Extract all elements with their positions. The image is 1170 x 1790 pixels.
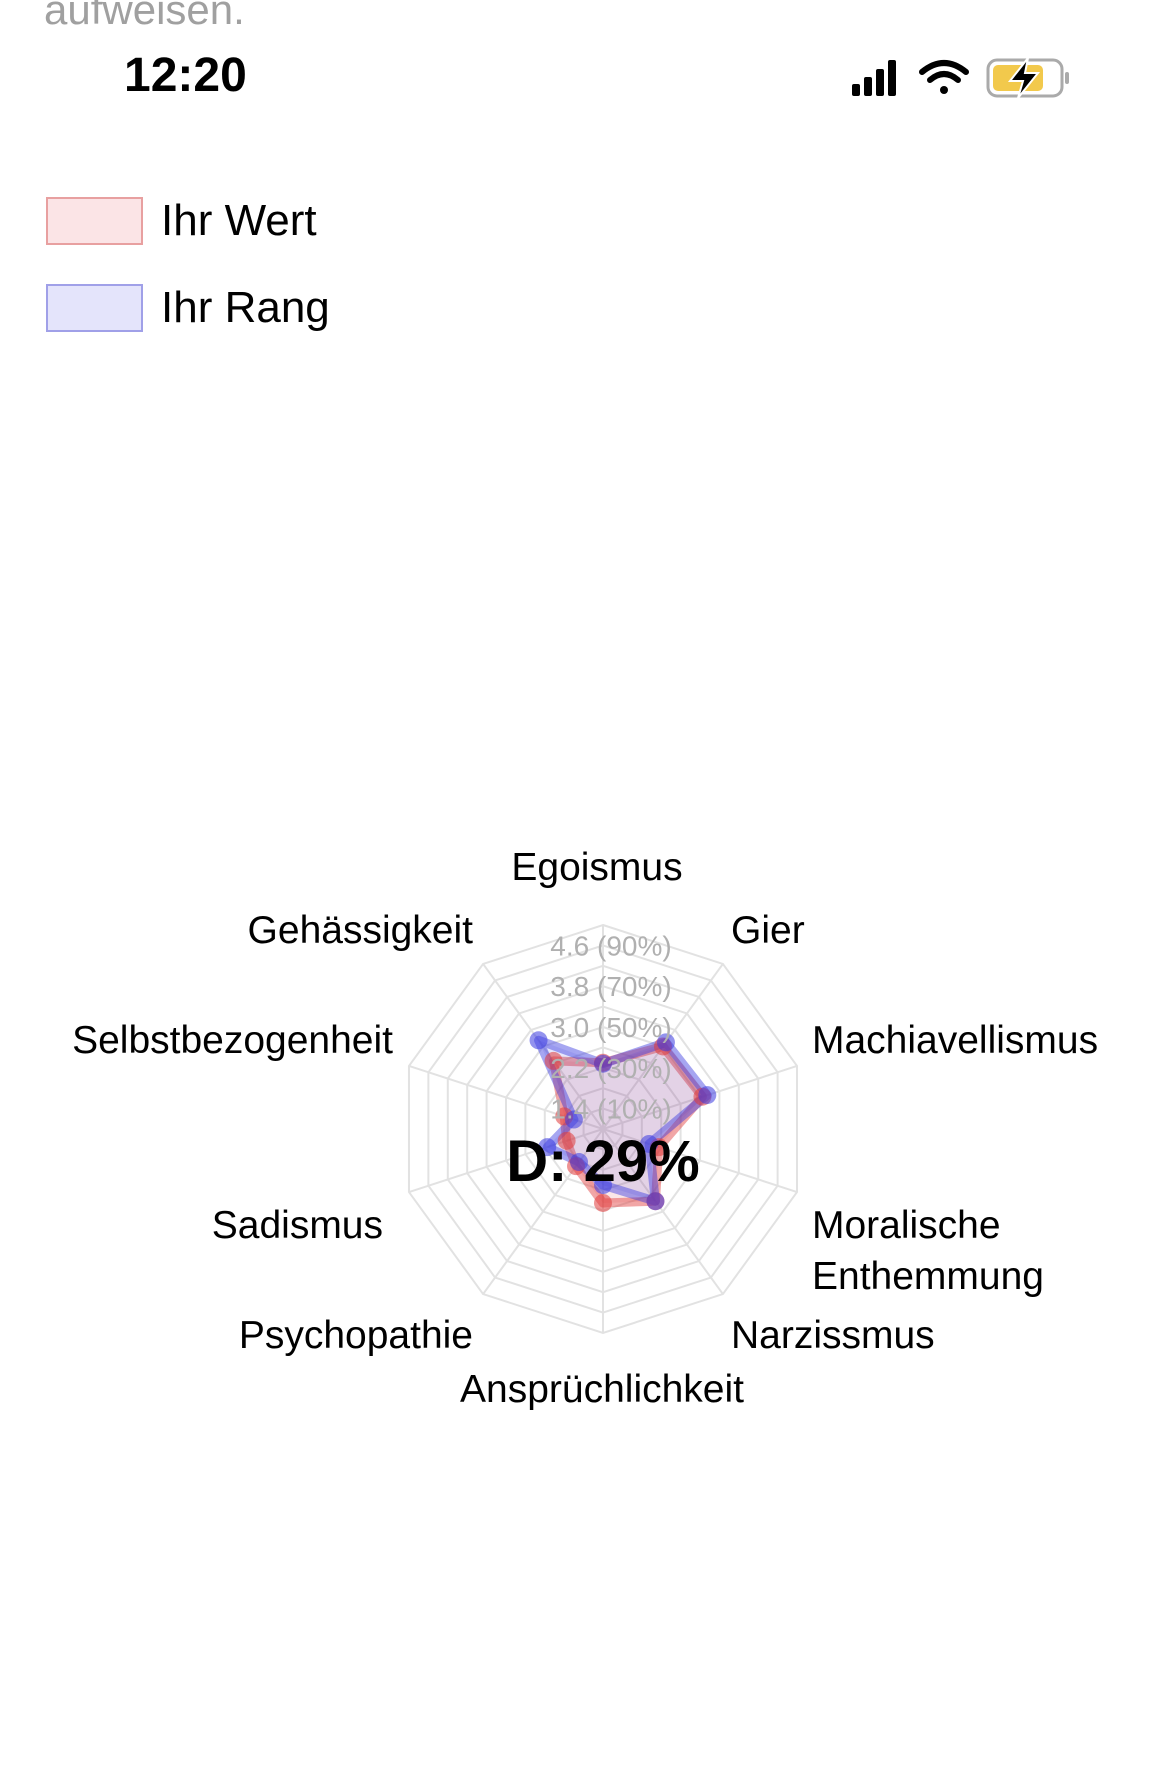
legend-item-ihr-rang[interactable]: Ihr Rang [46, 283, 330, 333]
data-point [570, 1153, 589, 1172]
axis-label: Egoismus [511, 846, 682, 889]
data-point [544, 1051, 563, 1070]
previous-paragraph-text: aufweisen. [44, 0, 245, 33]
axis-label: Sadismus [212, 1204, 383, 1247]
axis-label: Narzissmus [731, 1314, 935, 1357]
legend-swatch-ihr-rang [46, 284, 143, 332]
data-point [529, 1031, 548, 1050]
battery-charging-icon [986, 57, 1069, 99]
data-point [594, 1054, 612, 1073]
axis-label: Selbstbezogenheit [72, 1019, 393, 1062]
tick-label: 2.2 (30%) [550, 1053, 671, 1084]
axis-label: Machiavellismus [812, 1019, 1098, 1062]
data-point [557, 1131, 576, 1150]
axis-label: Gier [731, 909, 805, 952]
axis-label: Psychopathie [239, 1314, 473, 1357]
tick-label: 3.0 (50%) [550, 1012, 671, 1043]
legend-swatch-ihr-wert [46, 197, 143, 245]
data-point [564, 1110, 583, 1129]
data-point [640, 1134, 659, 1153]
status-icons [852, 57, 1069, 99]
data-point [656, 1033, 675, 1052]
status-time: 12:20 [124, 49, 247, 102]
data-point [538, 1138, 557, 1157]
data-point [646, 1192, 665, 1211]
legend-label: Ihr Wert [161, 196, 317, 245]
data-point [698, 1086, 717, 1105]
tick-label: 3.8 (70%) [550, 971, 671, 1002]
tick-label: 4.6 (90%) [550, 930, 671, 961]
wifi-icon [919, 60, 969, 94]
cellular-signal-icon [852, 60, 896, 96]
legend-label: Ihr Rang [161, 283, 330, 332]
axis-label: Gehässigkeit [248, 909, 474, 952]
data-point [594, 1193, 612, 1212]
grid-spoke [602, 1128, 724, 1295]
data-point [594, 1176, 612, 1195]
grid-spoke [602, 1128, 798, 1193]
center-score-label: D: 29% [506, 1129, 699, 1194]
legend-item-ihr-wert[interactable]: Ihr Wert [46, 196, 317, 246]
axis-label: Ansprüchlichkeit [460, 1368, 744, 1411]
tick-label: 1.4 (10%) [550, 1094, 671, 1125]
